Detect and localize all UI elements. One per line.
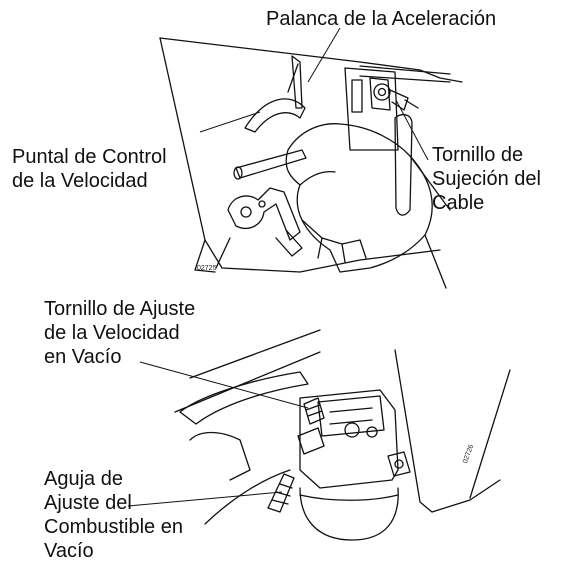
throttle-lever [244,98,306,133]
idle-fuel-needle [267,473,295,513]
label-idle-screw-line3: en Vacío [44,346,122,368]
label-idle-screw-line1: Tornillo de Ajuste [44,298,196,320]
leader-throttle-lever [307,27,341,83]
label-throttle-lever: Palanca de la Aceleración [266,8,497,30]
leader-cable-screw [395,99,429,161]
label-cable-screw-line3: Cable [432,192,485,214]
label-idle-screw-line2: de la Velocidad [44,322,180,344]
label-fuel-needle-line4: Vacío [44,540,94,562]
hand [285,123,433,273]
leader-fuel-needle [127,491,283,507]
label-cable-screw-line1: Tornillo de [432,144,524,166]
label-fuel-needle-line2: Ajuste del [44,492,132,514]
label-fuel-needle-line3: Combustible en [44,516,183,538]
figure-code-top: 02725 [197,265,217,272]
idle-speed-screw [303,397,325,425]
carburetor-block [344,67,399,151]
fuel-bowl [299,487,399,541]
leader-speed-strut [199,111,261,133]
adjustment-tool [235,149,307,179]
leader-idle-screw [139,361,309,409]
label-speed-strut-line1: Puntal de Control [12,146,167,168]
label-speed-strut-line2: de la Velocidad [12,170,148,192]
lower-housing-outline [174,351,321,413]
label-cable-screw-line2: Sujeción del [432,168,541,190]
speed-control-strut [227,187,301,241]
carburetor-body [299,389,399,489]
label-fuel-needle-line1: Aguja de [44,468,123,490]
cable-clamp-screw [373,83,391,101]
engine-housing-outline [159,37,463,83]
bowl-nut [387,451,411,477]
